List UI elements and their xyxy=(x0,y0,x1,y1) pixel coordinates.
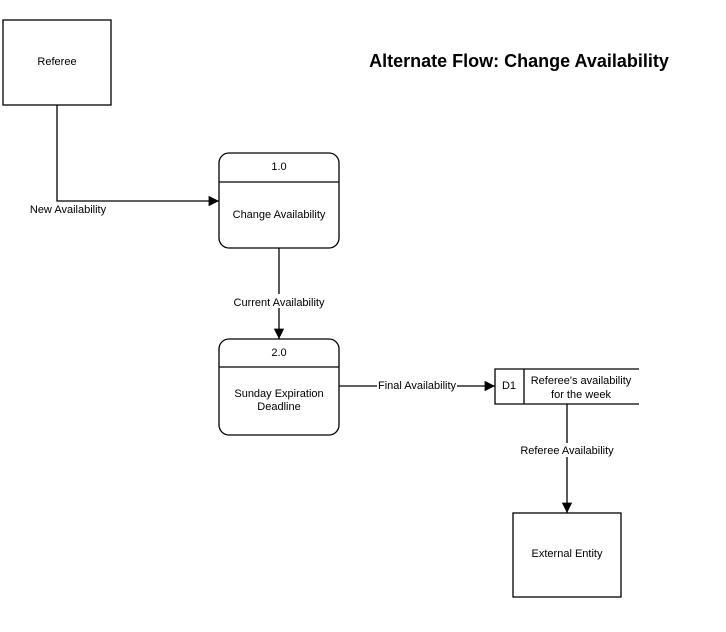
process-1-number: 1.0 xyxy=(271,161,286,173)
referee-entity-label: Referee xyxy=(37,56,76,68)
flow-referee-availability-label: Referee Availability xyxy=(520,445,614,457)
flow-new-availability[interactable]: New Availability xyxy=(30,105,219,216)
external-entity[interactable]: External Entity xyxy=(512,512,622,598)
flow-new-availability-label: New Availability xyxy=(30,204,107,216)
flow-referee-availability[interactable]: Referee Availability xyxy=(520,404,615,513)
datastore-d1[interactable]: D1 Referee's availability for the week xyxy=(494,368,639,405)
flow-current-availability[interactable]: Current Availability xyxy=(230,248,328,339)
datastore-d1-name-line1: Referee's availability xyxy=(531,375,632,387)
flow-final-availability-label: Final Availability xyxy=(378,380,457,392)
datastore-d1-name-line2: for the week xyxy=(551,389,611,401)
process-2-box xyxy=(218,338,340,436)
process-2[interactable]: 2.0 Sunday Expiration Deadline xyxy=(218,338,340,436)
datastore-d1-id: D1 xyxy=(502,380,516,392)
process-2-name-line1: Sunday Expiration xyxy=(234,388,323,400)
flow-referee-availability-label-bg xyxy=(520,443,615,457)
referee-entity-box xyxy=(2,19,112,106)
flow-current-availability-label-bg xyxy=(230,294,328,308)
flow-final-availability-label-bg xyxy=(377,378,457,392)
external-entity-box xyxy=(512,512,622,598)
process-2-name-line2: Deadline xyxy=(257,401,300,413)
flow-new-availability-arrow xyxy=(56,105,219,207)
diagram-title: Alternate Flow: Change Availability xyxy=(369,51,669,71)
process-1[interactable]: 1.0 Change Availability xyxy=(218,152,340,249)
flow-final-availability[interactable]: Final Availability xyxy=(339,378,495,392)
flow-current-availability-label: Current Availability xyxy=(234,297,325,309)
external-entity-label: External Entity xyxy=(532,548,603,560)
referee-entity[interactable]: Referee xyxy=(2,19,112,106)
process-1-name: Change Availability xyxy=(233,209,326,221)
process-2-number: 2.0 xyxy=(271,347,286,359)
